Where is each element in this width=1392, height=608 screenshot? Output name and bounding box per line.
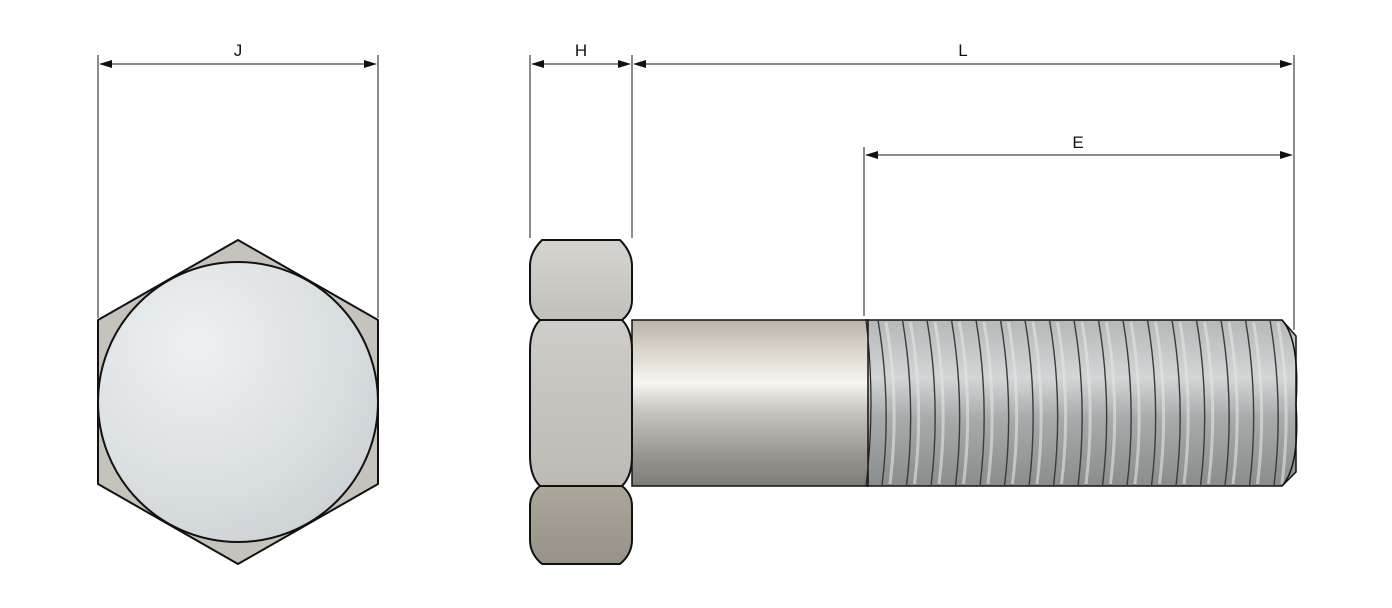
dimension-label-l: L [958, 41, 967, 60]
dimension-l: L [633, 41, 1295, 330]
thread-root-line [1048, 319, 1059, 487]
thread-crest-highlight [909, 321, 921, 485]
dimension-j: J [97, 41, 379, 318]
bolt-tip-chamfer [1281, 319, 1298, 487]
thread-root-line [1244, 319, 1255, 487]
head-bearing-face [97, 261, 379, 543]
thread-root-line [999, 319, 1010, 487]
shank [631, 319, 872, 487]
thread-crest-highlight [1080, 321, 1092, 485]
thread-crest-highlight [1276, 321, 1288, 485]
thread-crest-highlight [1056, 321, 1068, 485]
thread-crest-highlight [958, 321, 970, 485]
thread-root-line [926, 319, 936, 487]
thread-root-line [901, 319, 912, 487]
thread-root-line [1220, 319, 1230, 487]
thread-root-line [1146, 319, 1157, 487]
thread-crest-highlight [1178, 321, 1190, 485]
thread-crest-highlight [933, 321, 945, 485]
thread-root-line [1269, 319, 1279, 487]
thread-crest-highlight [1007, 321, 1019, 485]
threaded-section [865, 319, 1298, 487]
thread-crest-highlight [1227, 321, 1239, 485]
thread-crest-highlight [1031, 321, 1043, 485]
thread-root-line [1024, 319, 1034, 487]
thread-crest-highlight [1154, 321, 1166, 485]
hex-flat-bottom [529, 485, 633, 565]
dimension-label-j: J [234, 41, 243, 60]
thread-crest-highlight [1252, 321, 1264, 485]
hex-head-side-view [529, 239, 633, 565]
dimension-label-h: H [575, 41, 587, 60]
thread-root-line [975, 319, 985, 487]
hex-flat-top [529, 239, 633, 321]
thread-pitch-lines [877, 319, 1288, 487]
thread-root-line [1195, 319, 1206, 487]
thread-crest-highlight [1105, 321, 1117, 485]
thread-root-line [1097, 319, 1108, 487]
thread-root-line [1073, 319, 1083, 487]
head-end-view [97, 239, 379, 565]
thread-root-line [1122, 319, 1132, 487]
dimension-label-e: E [1072, 133, 1083, 152]
hex-flat-middle [529, 319, 633, 487]
thread-crest-highlight [982, 321, 994, 485]
thread-crest-highlight [884, 321, 896, 485]
dimension-h: H [529, 41, 633, 238]
thread-root-line [877, 319, 887, 487]
thread-crest-highlight [1129, 321, 1141, 485]
thread-crest-highlight [1203, 321, 1215, 485]
thread-root-line [950, 319, 961, 487]
dimension-e: E [863, 133, 1293, 316]
thread-root-line [1171, 319, 1181, 487]
